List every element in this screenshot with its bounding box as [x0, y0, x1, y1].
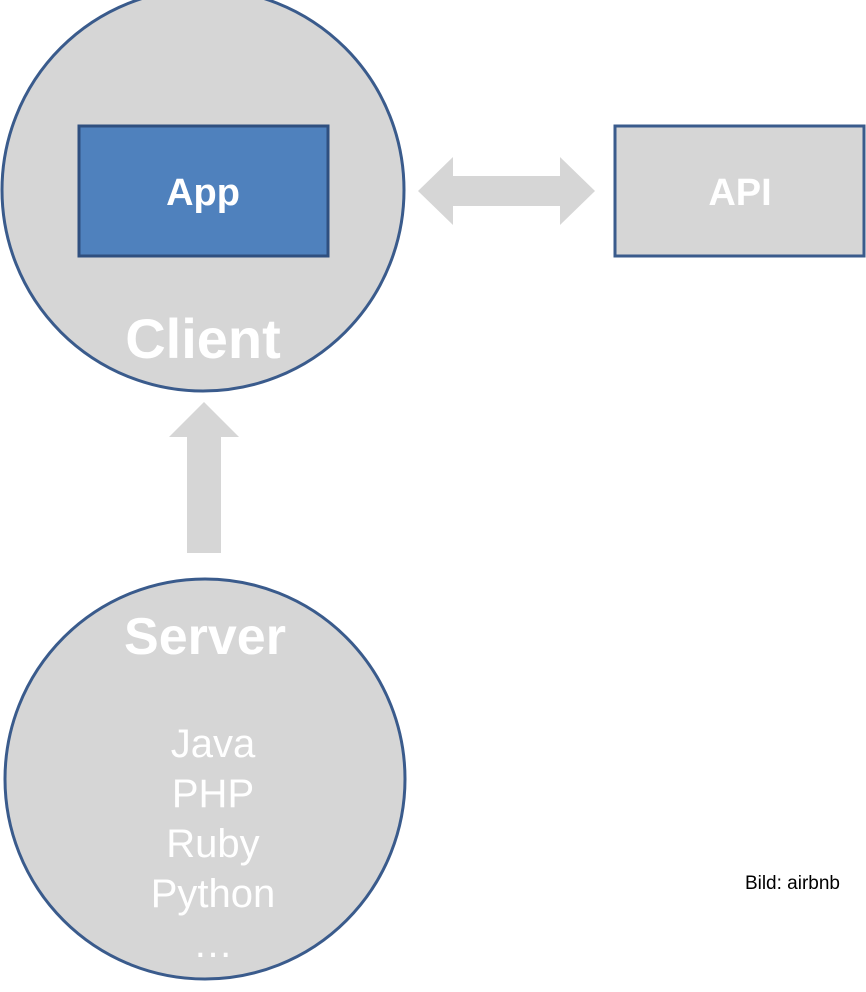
server-label: Server [124, 608, 286, 666]
client-label: Client [125, 307, 281, 370]
language-ruby: Ruby [166, 822, 259, 866]
bidirectional-arrow [418, 157, 595, 225]
up-arrow [169, 402, 239, 553]
app-box [77, 124, 330, 258]
language-php: PHP [172, 772, 254, 816]
language-python: Python [151, 872, 276, 916]
api-box [613, 124, 866, 258]
language-ellipsis: … [193, 922, 233, 966]
image-credit: Bild: airbnb [745, 873, 840, 894]
api-label: API [708, 172, 771, 214]
language-java: Java [171, 722, 256, 766]
app-label: App [166, 172, 240, 214]
server-circle [3, 577, 407, 981]
